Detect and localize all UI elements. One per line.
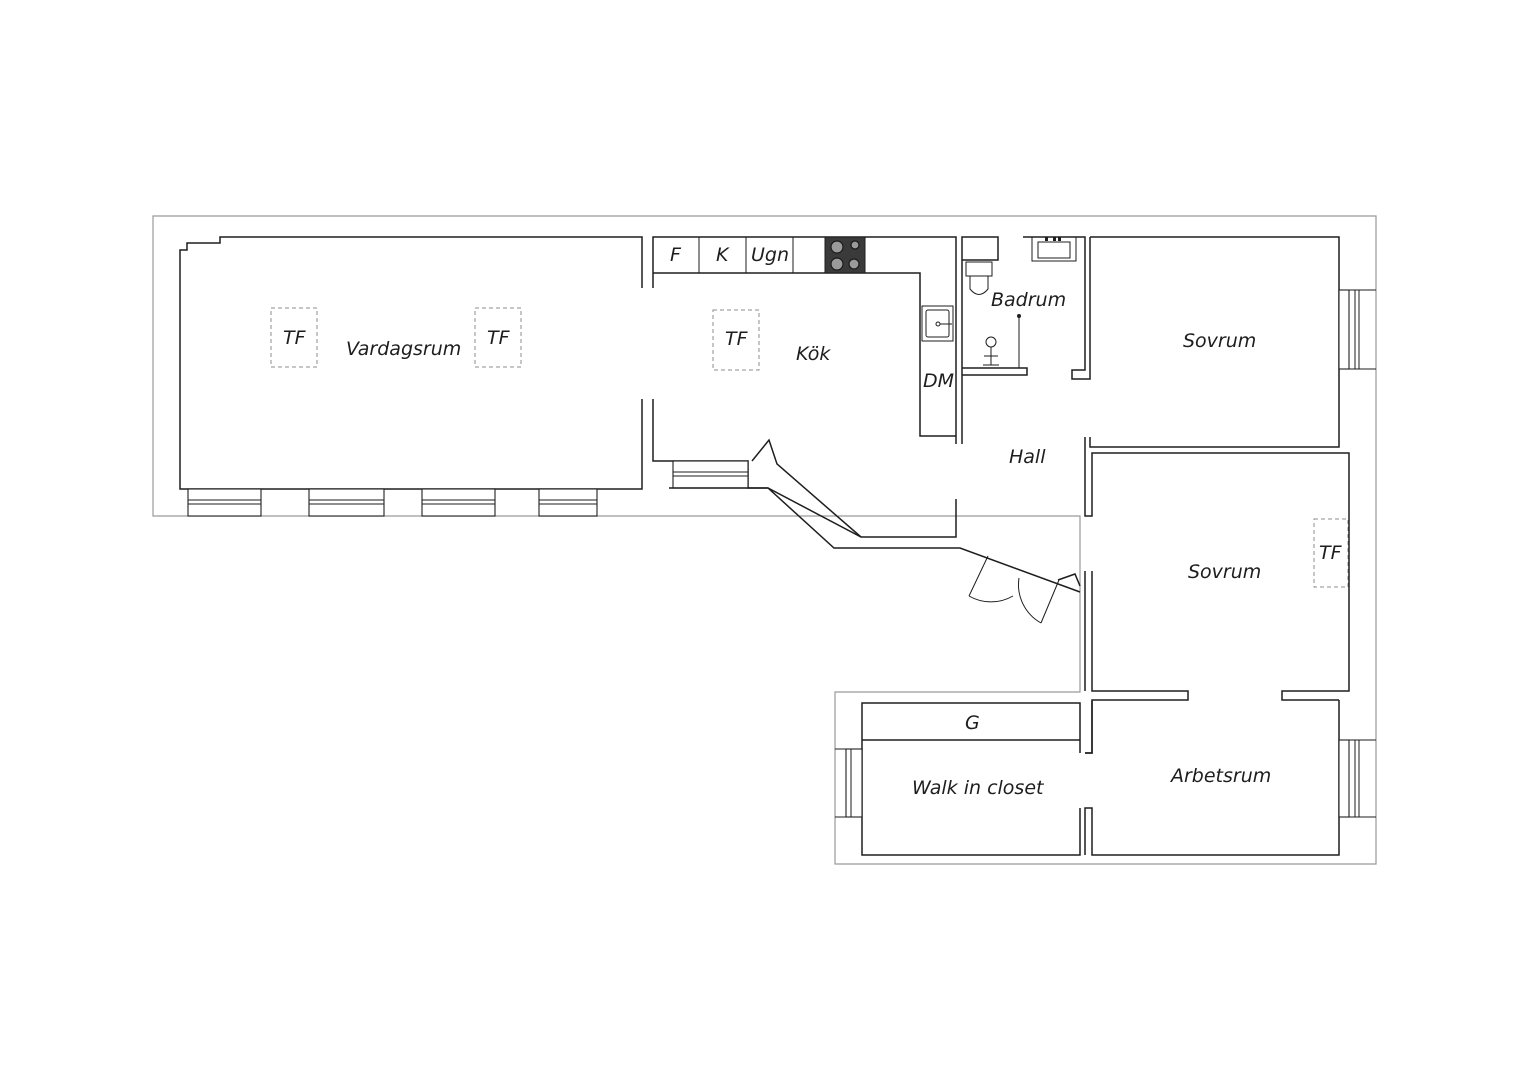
tf-marker-1 [270,307,318,368]
room-label-walk-in-closet: Walk in closet [912,777,1045,799]
sovrum-2-walls [1084,571,1189,754]
building-outline [152,215,1377,865]
fixture-label-freezer: K [716,244,730,266]
kitchen-sink-icon [921,305,954,342]
kitchen-counter-upper [653,272,956,437]
window-vardagsrum-1 [187,488,262,517]
entrance-jamb [1057,573,1081,587]
window-vardagsrum-3 [421,488,496,517]
tf-label-3: TF [725,328,749,350]
fixture-label-fridge: F [670,244,682,266]
room-label-kok: Kök [796,343,831,365]
tf-marker-2 [474,307,522,368]
room-label-vardagsrum: Vardagsrum [346,338,461,360]
fixture-label-wardrobe: G [965,712,980,734]
badrum-walls [961,236,1091,444]
vardagsrum-walls [179,236,643,490]
entrance-door-right [1018,577,1060,624]
kok-walls [652,236,957,444]
room-label-hall: Hall [1009,446,1046,468]
fixture-label-oven: Ugn [751,244,789,266]
hall-east-wall [1084,437,1350,701]
entrance-door-left [968,555,1014,603]
window-vardagsrum-4 [538,488,598,517]
toilet-icon [965,261,993,295]
window-kok [672,460,749,489]
sovrum-1-walls [1089,236,1340,448]
room-label-sovrum-1: Sovrum [1183,330,1256,352]
window-arbetsrum [1338,739,1376,818]
passage-wall-north [751,438,862,538]
tf-label-4: TF [1319,542,1343,564]
room-label-sovrum-2: Sovrum [1188,561,1261,583]
arbetsrum-walls [1084,700,1340,856]
room-label-badrum: Badrum [991,289,1066,311]
tf-label-1: TF [283,327,307,349]
stove-icon [824,236,866,274]
shower-icon [983,314,1021,368]
window-sovrum-1 [1338,289,1376,370]
passage-wall-south [669,487,1081,593]
window-vardagsrum-2 [308,488,385,517]
fixture-label-dishwasher: DM [923,370,954,392]
window-walk-in-closet [835,748,863,818]
bathroom-sink-icon [1031,236,1077,262]
tf-marker-4 [1313,518,1349,588]
tf-marker-3 [712,309,760,371]
tf-label-2: TF [487,327,511,349]
room-label-arbetsrum: Arbetsrum [1169,765,1271,787]
